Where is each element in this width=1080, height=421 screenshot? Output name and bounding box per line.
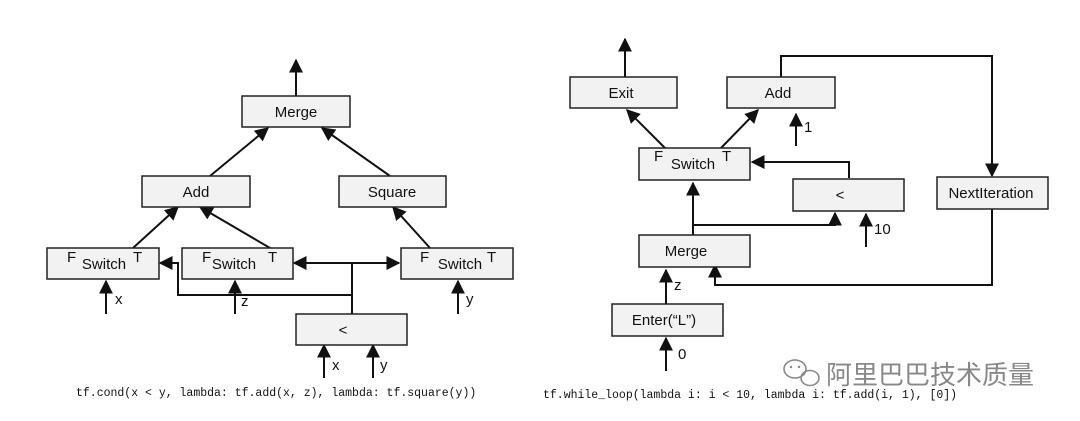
switch3-to-square-edge	[392, 205, 431, 249]
cond-graph: Merge Add Square F Switch T F Switch T F…	[46, 58, 514, 400]
svg-text:F: F	[654, 148, 663, 165]
svg-text:T: T	[487, 249, 496, 266]
svg-text:F: F	[420, 249, 429, 266]
switch-node-3: F Switch T	[400, 247, 514, 280]
svg-text:Square: Square	[368, 184, 416, 201]
while-add-node: Add	[726, 76, 836, 109]
svg-text:F: F	[202, 249, 211, 266]
watermark-text: 阿里巴巴技术质量	[826, 361, 1034, 391]
less-input-label-x: x	[332, 357, 340, 374]
input-label-0: 0	[678, 346, 686, 363]
svg-text:Add: Add	[765, 85, 792, 102]
switch-to-add-edge	[720, 108, 759, 149]
add-to-nextiteration-edge	[780, 55, 999, 178]
svg-text:Exit: Exit	[608, 85, 634, 102]
merge-node: Merge	[241, 95, 351, 128]
add-to-merge-edge	[209, 127, 270, 177]
svg-text:T: T	[722, 148, 731, 165]
input-label-10: 10	[874, 221, 891, 238]
input-label-y: y	[466, 291, 474, 308]
nextiteration-to-merge-edge	[708, 209, 993, 286]
square-node: Square	[338, 175, 447, 208]
input-label-x: x	[115, 291, 123, 308]
less-to-switch-edge	[750, 155, 850, 178]
merge-to-less-edge	[693, 211, 842, 226]
switch-node-1: F Switch T	[46, 247, 160, 280]
while-less-node: <	[792, 178, 905, 212]
predicate-to-switch1-edge	[158, 256, 352, 296]
switch2-to-add-edge	[198, 206, 271, 249]
svg-text:Switch: Switch	[671, 156, 715, 173]
svg-text:<: <	[836, 187, 845, 204]
while-code-caption: tf.while_loop(lambda i: i < 10, lambda i…	[543, 389, 957, 402]
svg-text:Switch: Switch	[212, 256, 256, 273]
svg-text:<: <	[339, 322, 348, 339]
while-merge-node: Merge	[638, 234, 751, 268]
svg-text:T: T	[133, 249, 142, 266]
square-to-merge-edge	[320, 127, 391, 177]
input-label-z: z	[674, 277, 682, 294]
svg-text:Add: Add	[183, 184, 210, 201]
while-switch-node: F Switch T	[638, 147, 751, 181]
less-input-label-y: y	[380, 357, 388, 374]
svg-text:Enter(“L”): Enter(“L”)	[632, 312, 696, 329]
add-node: Add	[141, 175, 251, 208]
cond-edges	[99, 58, 465, 378]
input-label-z: z	[241, 293, 249, 310]
svg-text:T: T	[268, 249, 277, 266]
input-label-1: 1	[804, 119, 812, 136]
svg-text:F: F	[67, 249, 76, 266]
svg-text:Switch: Switch	[438, 256, 482, 273]
watermark: 阿里巴巴技术质量	[783, 359, 1034, 391]
less-node: <	[295, 313, 408, 346]
while-graph: Exit Add F Switch T < NextIteration Merg…	[543, 37, 1049, 402]
while-edges	[618, 37, 999, 371]
svg-text:Merge: Merge	[665, 243, 708, 260]
wechat-icon	[783, 359, 820, 387]
exit-node: Exit	[569, 76, 678, 109]
enter-node: Enter(“L”)	[611, 303, 724, 337]
switch-to-exit-edge	[626, 109, 666, 149]
nextiteration-node: NextIteration	[936, 176, 1049, 210]
switch1-to-add-edge	[132, 206, 180, 249]
svg-text:Switch: Switch	[82, 256, 126, 273]
svg-text:NextIteration: NextIteration	[948, 185, 1033, 202]
svg-text:Merge: Merge	[275, 104, 318, 121]
cond-code-caption: tf.cond(x < y, lambda: tf.add(x, z), lam…	[76, 387, 476, 400]
switch-node-2: F Switch T	[181, 247, 294, 280]
